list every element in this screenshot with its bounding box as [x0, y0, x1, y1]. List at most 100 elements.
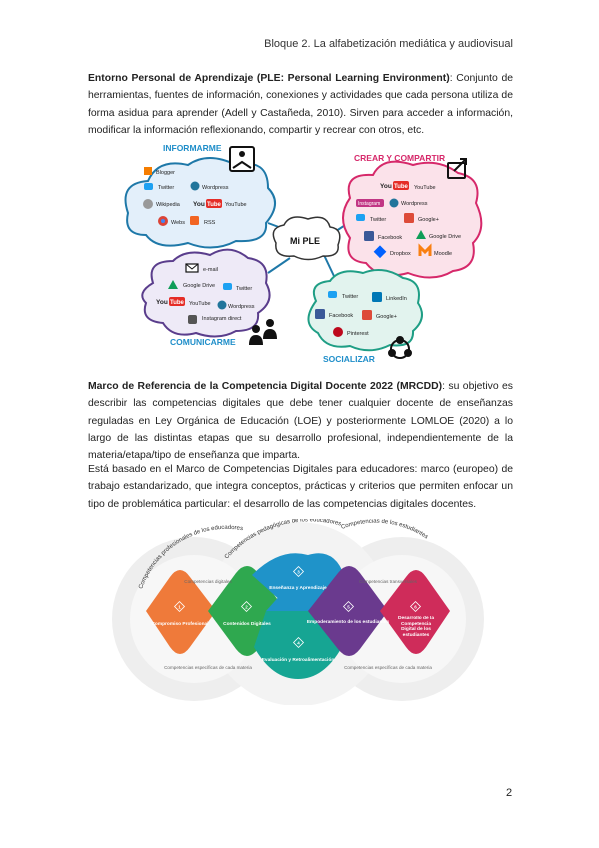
twitter-label: Twitter [370, 217, 386, 223]
twitter-label: Twitter [342, 294, 358, 300]
google-drive-label: Google Drive [429, 234, 461, 240]
google-plus-label: Google+ [418, 217, 439, 223]
youtube-label: YouTube [225, 202, 247, 208]
pinterest-label: Pinterest [347, 331, 369, 337]
network-icon [388, 336, 412, 359]
wordpress-icon [190, 181, 200, 191]
moodle-icon [418, 243, 432, 256]
area-1-label: Compromiso Profesional [151, 621, 208, 627]
instagram-label: Instagram [358, 201, 380, 207]
area-4-shape [254, 611, 342, 679]
mrcdd-definition: : su objetivo es describir las competenc… [88, 381, 513, 462]
blogger-label: Blogger [156, 170, 175, 176]
twitter-icon [356, 214, 365, 221]
area-6-num: 6 [414, 605, 417, 610]
mrcdd-term: Marco de Referencia de la Competencia Di… [88, 381, 443, 392]
note-especificas-left: Competencias específicas de cada materia [164, 665, 252, 670]
twitter-label: Twitter [236, 286, 252, 292]
youtube-icon [393, 181, 409, 190]
rss-icon [190, 216, 199, 225]
mi-ple-cloud: Mi PLE [272, 216, 341, 261]
facebook-icon [315, 309, 325, 319]
instagram-icon [356, 199, 384, 207]
email-icon [185, 263, 199, 273]
instagram-direct-label: Instagram direct [202, 316, 242, 322]
youtube-logo-you: You [156, 299, 168, 306]
google-plus-label: Google+ [376, 314, 397, 320]
informarme-title: INFORMARME [163, 143, 222, 153]
twitter-label: Twitter [158, 185, 174, 191]
wordpress-icon [217, 300, 227, 310]
mrcdd-diagram: Competencias profesionales de los educad… [112, 519, 484, 705]
basis-paragraph: Está basado en el Marco de Competencias … [88, 464, 513, 510]
note-transversales: Competencias transversales [359, 579, 418, 584]
facebook-icon [364, 231, 374, 241]
area-4-badge [292, 636, 305, 649]
people-icon [249, 319, 277, 345]
webs-label: Webs [171, 220, 185, 226]
youtube-logo-tube: Tube [170, 300, 185, 306]
wikipedia-icon [143, 199, 153, 209]
email-label: e-mail [203, 267, 218, 273]
google-drive-icon [168, 280, 178, 289]
area-1-num: 1 [178, 605, 181, 610]
youtube-icon [169, 297, 185, 306]
socializar-cloud: Twitter LinkedIn Facebook Google+ Pinter… [307, 268, 423, 364]
area-3-badge [292, 565, 305, 578]
area-5-label: Empoderamiento de los estudiantes [307, 619, 390, 625]
facebook-label: Facebook [378, 235, 402, 241]
area-4-label: Evaluación y Retroalimentación [262, 657, 335, 663]
page-header: Bloque 2. La alfabetización mediática y … [264, 38, 513, 50]
area-6-badge [409, 600, 422, 613]
wikipedia-label: Wikipedia [156, 202, 181, 208]
youtube-label: YouTube [189, 301, 211, 307]
wordpress-label: Wordpress [202, 185, 229, 191]
note-digitales: Competencias digitales [184, 579, 232, 584]
ple-definition: : Conjunto de herramientas, fuentes de i… [88, 73, 514, 136]
wordpress-label: Wordpress [401, 201, 428, 207]
area-5-badge [342, 600, 355, 613]
dropbox-label: Dropbox [390, 251, 411, 257]
arc-label-estudiantes: Competencias de los estudiantes [341, 519, 429, 540]
twitter-icon [144, 183, 153, 190]
comunicarme-cloud: e-mail Google Drive Twitter You Tube You… [141, 248, 277, 347]
area-2-label: Contenidos Digitales [223, 621, 271, 627]
youtube-label: YouTube [414, 185, 436, 191]
wordpress-label: Wordpress [228, 304, 255, 310]
area-2-num: 2 [245, 605, 248, 610]
google-drive-icon [416, 230, 426, 239]
instagram-icon [188, 315, 197, 324]
linkedin-label: LinkedIn [386, 296, 407, 302]
youtube-logo-tube: Tube [394, 184, 409, 190]
informarme-cloud: INFORMARME Blogger Twitter Wordpress Wik… [124, 143, 276, 249]
google-drive-label: Google Drive [183, 283, 215, 289]
linkedin-icon [372, 292, 382, 302]
area-1-badge [173, 600, 186, 613]
share-icon [447, 158, 467, 179]
area-6-label-box: Desarrollo de la Competencia Digital de … [398, 616, 434, 638]
area-5-num: 5 [347, 605, 350, 610]
ple-diagram: INFORMARME Blogger Twitter Wordpress Wik… [124, 143, 483, 364]
comunicarme-title: COMUNICARME [170, 337, 236, 347]
rss-label: RSS [204, 220, 216, 226]
book-reader-icon [229, 146, 255, 172]
dropbox-icon [373, 245, 387, 259]
area-3-label: Enseñanza y Aprendizaje [269, 585, 327, 591]
crear-title: CREAR Y COMPARTIR [354, 153, 445, 163]
ple-paragraph: Entorno Personal de Aprendizaje (PLE: Pe… [88, 70, 513, 139]
google-plus-icon [404, 213, 414, 223]
wordpress-icon [389, 198, 399, 208]
youtube-icon [206, 199, 222, 208]
ple-term: Entorno Personal de Aprendizaje (PLE: Pe… [88, 73, 450, 84]
moodle-label: Moodle [434, 251, 452, 257]
crear-cloud: CREAR Y COMPARTIR You Tube YouTube Insta… [342, 153, 483, 279]
youtube-logo-you: You [380, 183, 392, 190]
pinterest-icon [333, 327, 343, 337]
area-3-num: 3 [297, 570, 300, 575]
mi-ple-label: Mi PLE [290, 236, 320, 246]
page-number: 2 [506, 787, 513, 799]
area-2-badge [240, 600, 253, 613]
area-4-num: 4 [297, 641, 300, 646]
google-plus-icon [362, 310, 372, 320]
youtube-logo-tube: Tube [207, 202, 222, 208]
